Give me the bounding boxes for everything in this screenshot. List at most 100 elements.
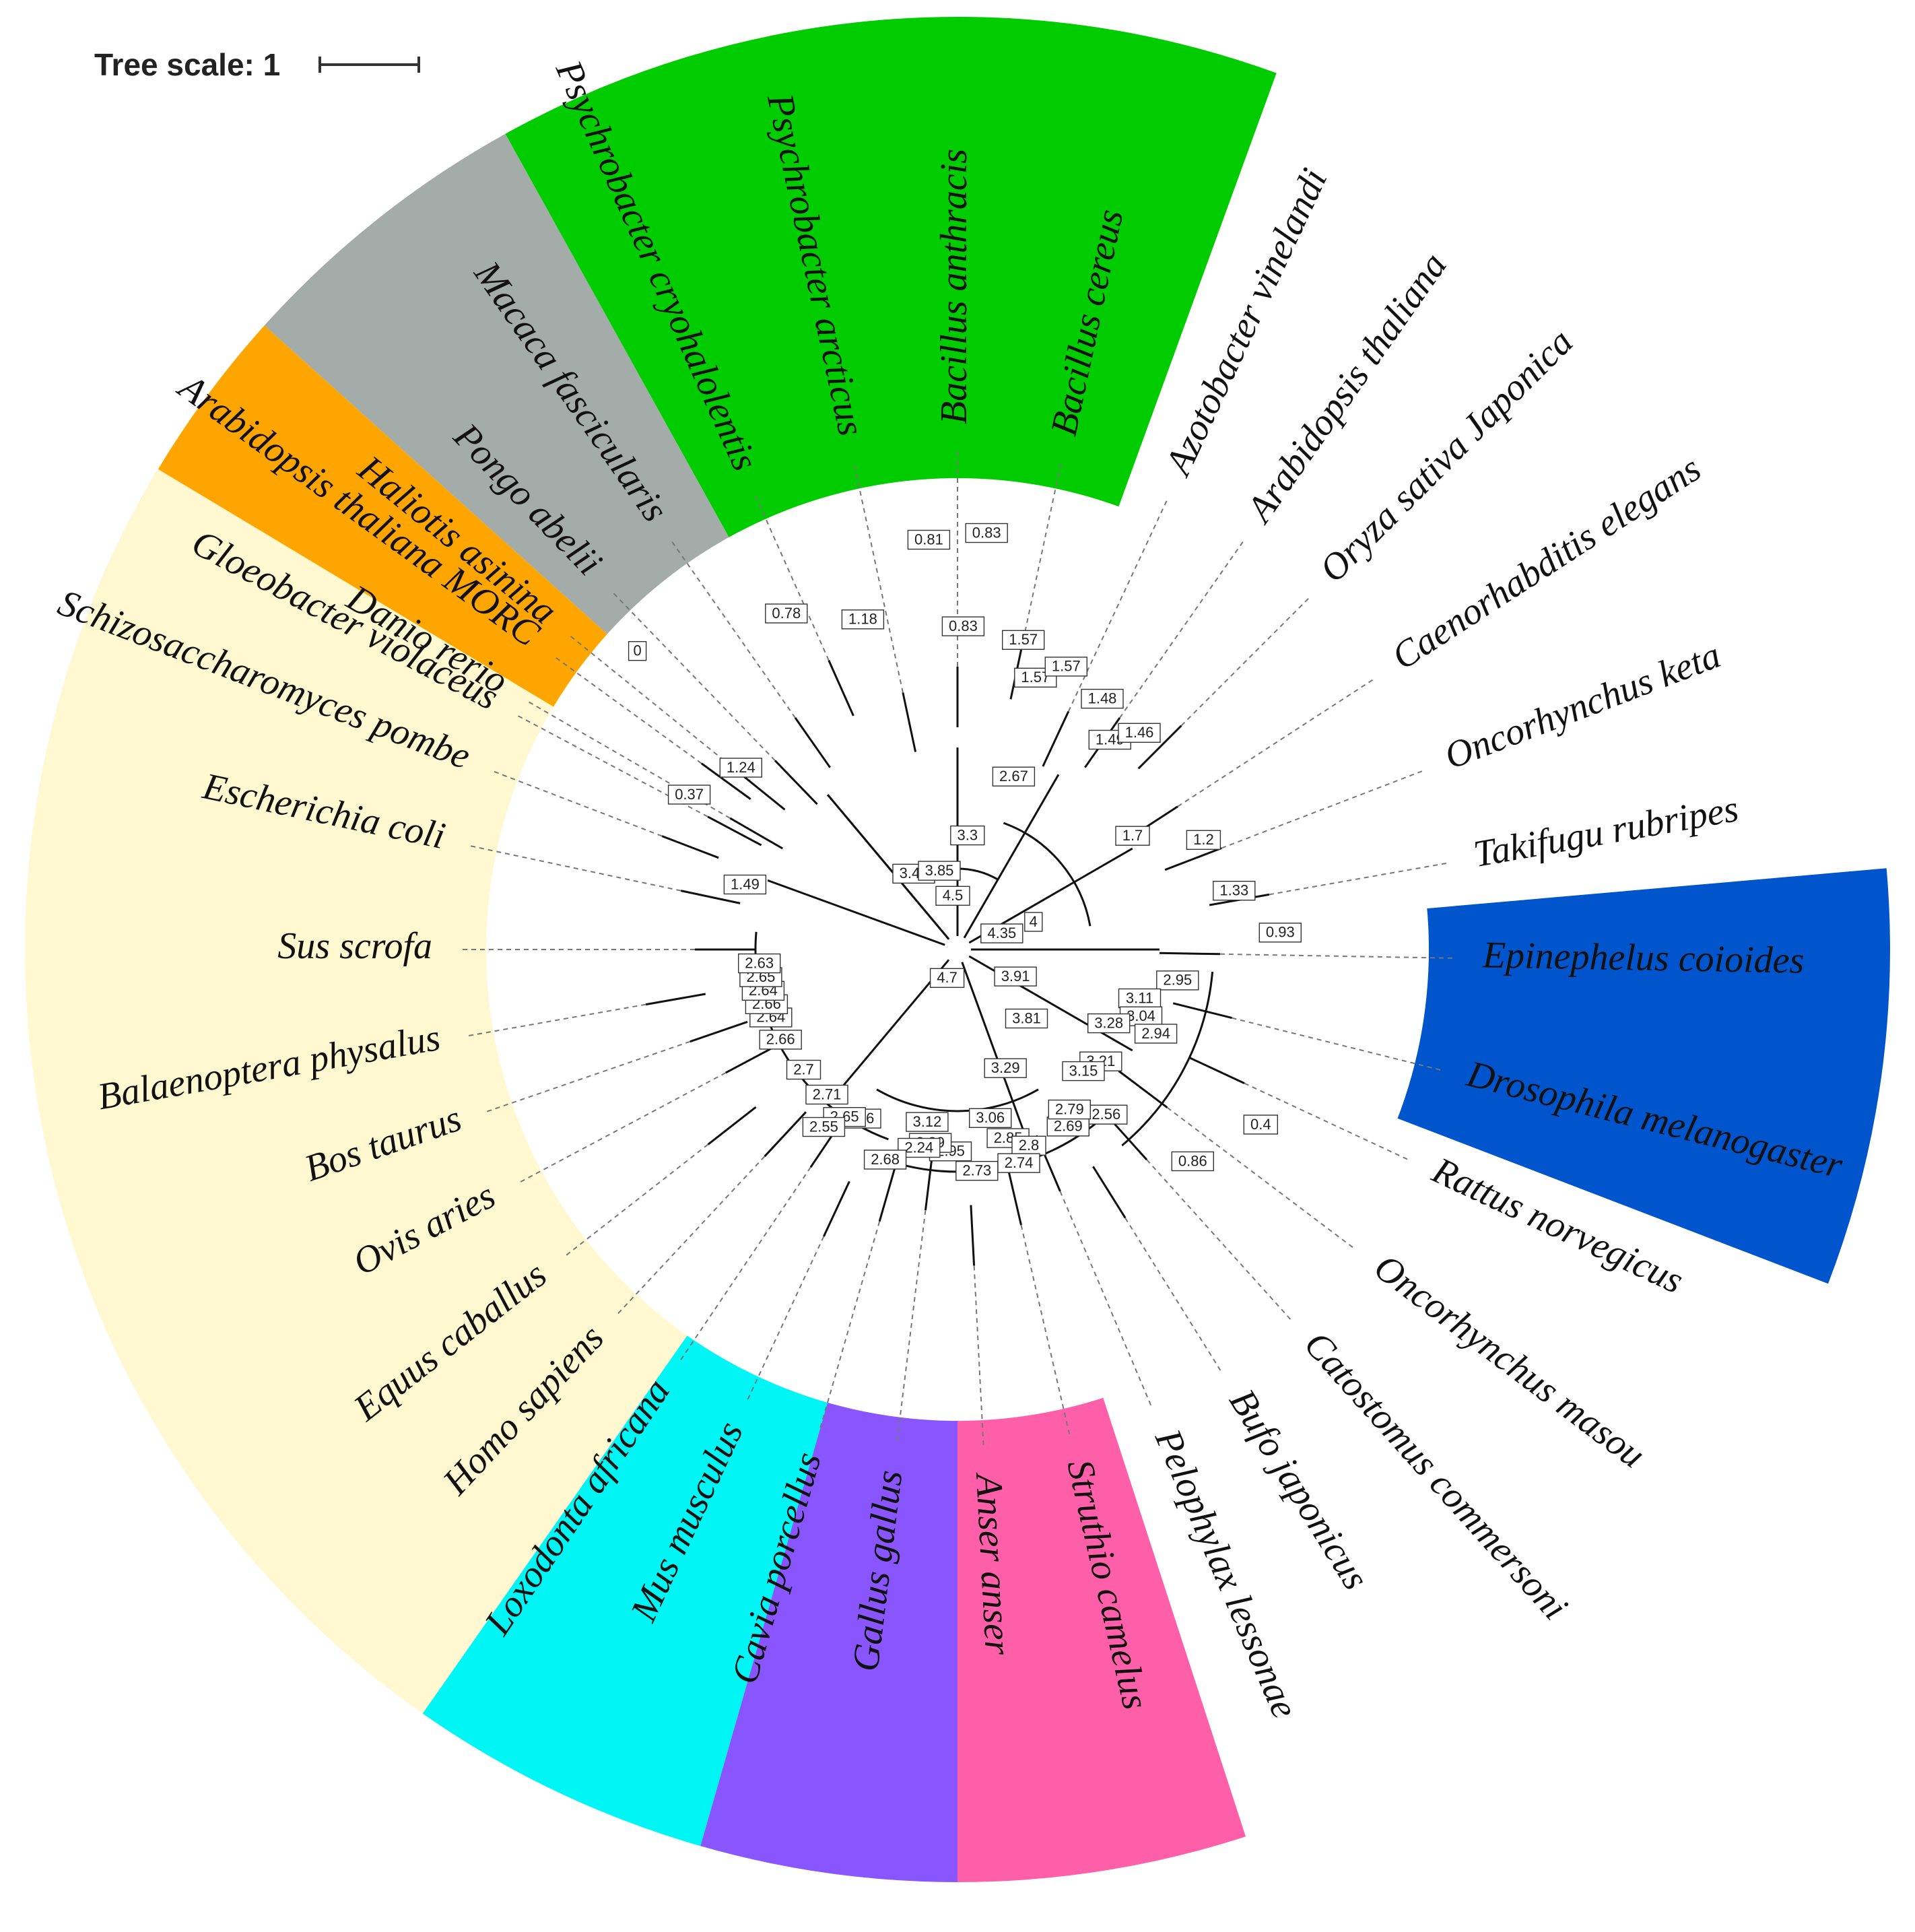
support-value: 2.8	[1011, 1135, 1046, 1156]
support-value-text: 3.11	[1126, 989, 1153, 1006]
support-value: 0.78	[765, 603, 808, 624]
support-value-text: 2.68	[871, 1151, 900, 1168]
support-box	[1005, 1008, 1048, 1029]
internal-branch	[961, 962, 1028, 1140]
support-value-text: 2.8	[1019, 1137, 1040, 1154]
support-value-text: 2.67	[999, 768, 1028, 785]
support-value-text: 0.83	[949, 618, 978, 634]
leader-line	[1020, 1224, 1071, 1436]
support-value: 2.56	[1085, 1104, 1128, 1125]
support-box	[628, 641, 647, 661]
support-box	[719, 758, 763, 778]
support-box	[1062, 1061, 1105, 1081]
support-value-text: 1.49	[731, 875, 760, 892]
support-value: 1.57	[1001, 630, 1045, 650]
support-box	[841, 609, 885, 630]
support-box	[802, 1117, 846, 1137]
terminal-branch	[1172, 1002, 1232, 1020]
support-box	[1001, 630, 1045, 650]
support-value: 2.79	[1048, 1099, 1091, 1120]
internal-branch	[827, 959, 950, 1105]
leader-line	[467, 1003, 646, 1037]
terminal-branch	[1006, 1166, 1022, 1226]
support-value-text: 1.57	[1009, 631, 1038, 648]
clade-mammals	[25, 469, 958, 1714]
terminal-branch	[1118, 1070, 1168, 1108]
support-value-text: 4	[1030, 913, 1038, 930]
terminal-branch	[737, 770, 786, 811]
support-value: 0	[628, 641, 647, 661]
leader-line	[973, 1265, 984, 1448]
support-value-text: 2.69	[1054, 1118, 1083, 1135]
tree-scale-label: Tree scale: 1	[94, 47, 280, 82]
support-value-text: 0.37	[675, 786, 704, 803]
support-box	[994, 966, 1037, 987]
internal-arc	[876, 1088, 1039, 1112]
support-value-text: 3.81	[1012, 1009, 1041, 1026]
support-value-text: 2.7	[793, 1061, 814, 1077]
taxon-label-anser-anser: Anser anser	[968, 1470, 1019, 1656]
support-value: 2.66	[759, 1030, 802, 1050]
terminal-branch	[823, 1180, 850, 1237]
leader-line	[1177, 677, 1376, 807]
support-value-text: 4.5	[943, 887, 964, 904]
leader-line	[1232, 1017, 1442, 1071]
inner-blank-circle	[486, 478, 1429, 1421]
support-box	[1258, 923, 1302, 943]
support-value-text: 0.81	[914, 531, 943, 547]
support-value-text: 3.85	[925, 862, 954, 879]
leader-line	[611, 591, 776, 762]
support-box	[907, 529, 951, 550]
support-box	[759, 1030, 802, 1050]
leader-line	[746, 1236, 825, 1402]
leader-line	[485, 1040, 691, 1112]
support-box	[1024, 912, 1043, 932]
terminal-branch	[700, 762, 751, 800]
support-value-text: 0.83	[972, 524, 1001, 541]
leader-line	[1059, 1191, 1153, 1409]
leader-line	[1124, 1218, 1222, 1373]
support-value: 3.3	[950, 825, 985, 846]
support-value-text: 3.15	[1069, 1062, 1098, 1079]
internal-arc	[1121, 971, 1214, 1147]
terminal-branch	[707, 815, 762, 846]
support-value: 1.48	[1081, 688, 1124, 709]
support-value: 1.57	[1044, 657, 1088, 677]
leader-line	[1146, 1159, 1291, 1321]
leader-line	[819, 1221, 881, 1429]
support-value-text: 2.73	[962, 1162, 991, 1179]
support-box	[929, 968, 965, 989]
support-box	[786, 1059, 821, 1080]
support-box	[1115, 826, 1150, 846]
support-value: 3.12	[906, 1112, 949, 1132]
support-box	[1048, 1099, 1091, 1120]
support-value: 2.24	[898, 1137, 941, 1158]
support-value-text: 2.63	[745, 954, 774, 971]
support-box	[1087, 1013, 1131, 1034]
support-box	[1243, 1114, 1279, 1135]
support-box	[955, 1160, 999, 1181]
support-value: 2.73	[955, 1160, 999, 1181]
leader-line	[492, 770, 663, 837]
support-box	[968, 1108, 1012, 1129]
terminal-branch	[1159, 952, 1220, 956]
terminal-branch	[1164, 847, 1222, 871]
support-box	[805, 1084, 848, 1105]
support-value-text: 1.2	[1193, 831, 1214, 848]
internal-branch	[963, 774, 1060, 939]
support-value-text: 2.74	[1005, 1154, 1034, 1171]
support-value-text: 0.4	[1250, 1116, 1271, 1133]
leader-line	[1244, 1082, 1410, 1161]
terminal-branch	[764, 1111, 807, 1158]
leader-line	[1119, 541, 1244, 719]
leader-line	[754, 494, 830, 661]
terminal-branch	[794, 717, 831, 768]
leader-line	[570, 635, 739, 772]
support-value-text: 2.56	[1091, 1106, 1120, 1123]
support-value-text: 3.12	[912, 1113, 941, 1130]
leader-line	[1166, 1106, 1356, 1251]
terminal-branch	[970, 1205, 976, 1266]
support-value: 2.69	[1046, 1117, 1090, 1137]
taxon-label-epinephelus-coioides: Epinephelus coioides	[1481, 934, 1804, 981]
